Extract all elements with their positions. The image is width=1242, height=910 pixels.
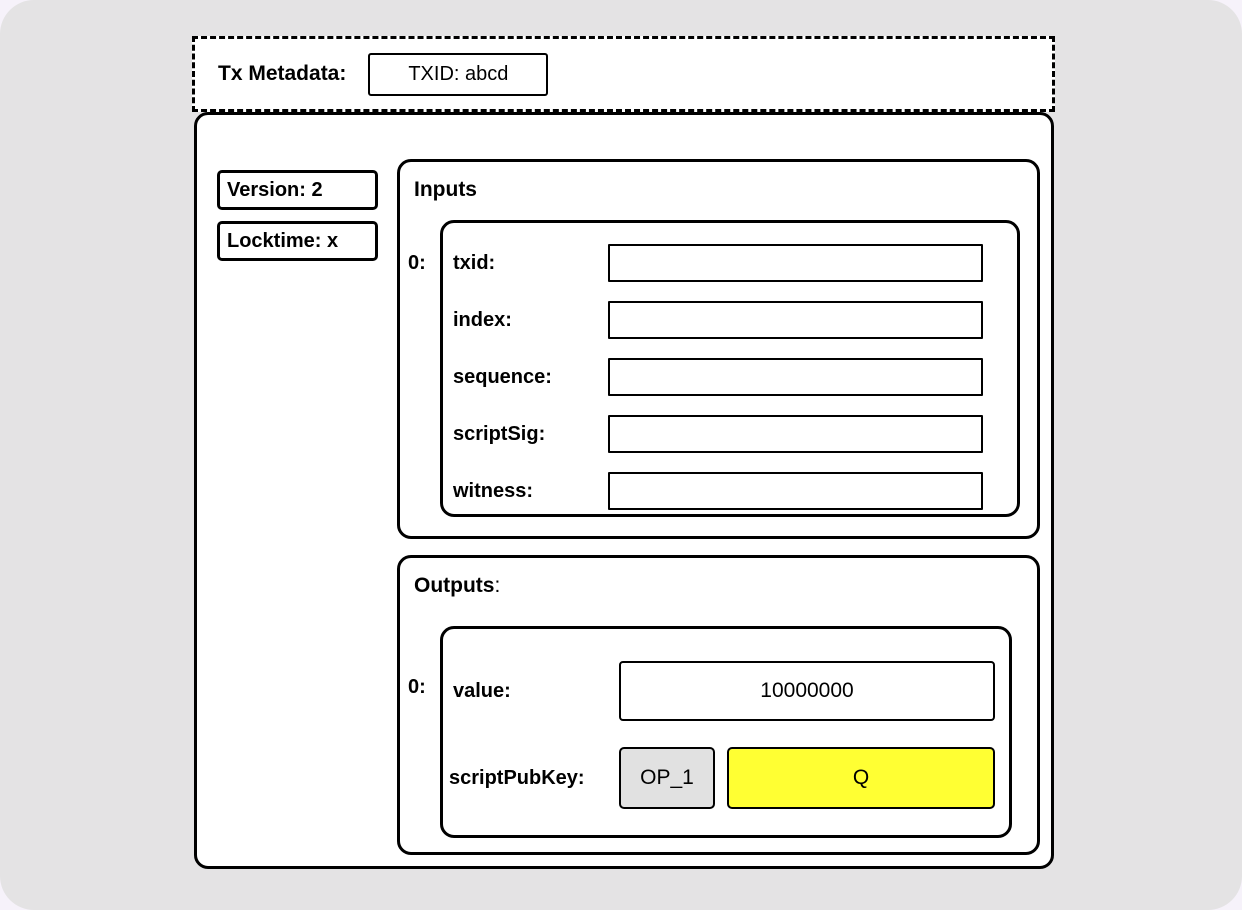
field-label-index: index: — [453, 308, 512, 331]
field-row-scriptsig: scriptSig: — [443, 414, 1017, 454]
outputs-title-suffix: : — [494, 574, 501, 597]
tx-body-box: Version: 2 Locktime: x Inputs 0: txid: i… — [194, 112, 1054, 869]
scriptpubkey-opcode-box[interactable]: OP_1 — [619, 747, 715, 809]
field-label-value: value: — [453, 680, 511, 702]
field-value-witness[interactable] — [608, 472, 983, 510]
field-value-amount[interactable]: 10000000 — [619, 661, 995, 721]
outputs-section: Outputs: 0: value: 10000000 scriptPubKey… — [397, 555, 1040, 855]
field-label-scriptpubkey: scriptPubKey: — [449, 767, 585, 789]
input-item-0: txid: index: sequence: scriptSig: witnes — [440, 220, 1020, 517]
field-label-txid: txid: — [453, 251, 496, 274]
field-label-scriptsig: scriptSig: — [453, 422, 546, 445]
tx-metadata-box: Tx Metadata: TXID: abcd — [192, 36, 1055, 112]
inputs-title: Inputs — [414, 178, 477, 202]
field-row-witness: witness: — [443, 471, 1017, 511]
field-value-scriptsig[interactable] — [608, 415, 983, 453]
outputs-title-text: Outputs — [414, 574, 495, 597]
field-row-index: index: — [443, 300, 1017, 340]
output-item-0: value: 10000000 scriptPubKey: OP_1 Q — [440, 626, 1012, 838]
field-row-txid: txid: — [443, 243, 1017, 283]
locktime-pill: Locktime: x — [217, 221, 378, 261]
inputs-title-text: Inputs — [414, 178, 477, 201]
scriptpubkey-key-box[interactable]: Q — [727, 747, 995, 809]
output-index-label: 0: — [408, 676, 426, 698]
outputs-title: Outputs: — [414, 574, 500, 598]
field-label-witness: witness: — [453, 479, 534, 502]
field-value-txid[interactable] — [608, 244, 983, 282]
field-row-sequence: sequence: — [443, 357, 1017, 397]
field-row-scriptpubkey: scriptPubKey: OP_1 Q — [443, 747, 1009, 809]
field-value-sequence[interactable] — [608, 358, 983, 396]
inputs-section: Inputs 0: txid: index: sequence: scriptS… — [397, 159, 1040, 539]
version-pill: Version: 2 — [217, 170, 378, 210]
field-row-value: value: 10000000 — [443, 661, 1009, 721]
field-value-index[interactable] — [608, 301, 983, 339]
input-index-label: 0: — [408, 252, 426, 274]
tx-metadata-label: Tx Metadata: — [218, 62, 347, 85]
txid-box: TXID: abcd — [368, 52, 549, 96]
field-label-sequence: sequence: — [453, 365, 552, 388]
